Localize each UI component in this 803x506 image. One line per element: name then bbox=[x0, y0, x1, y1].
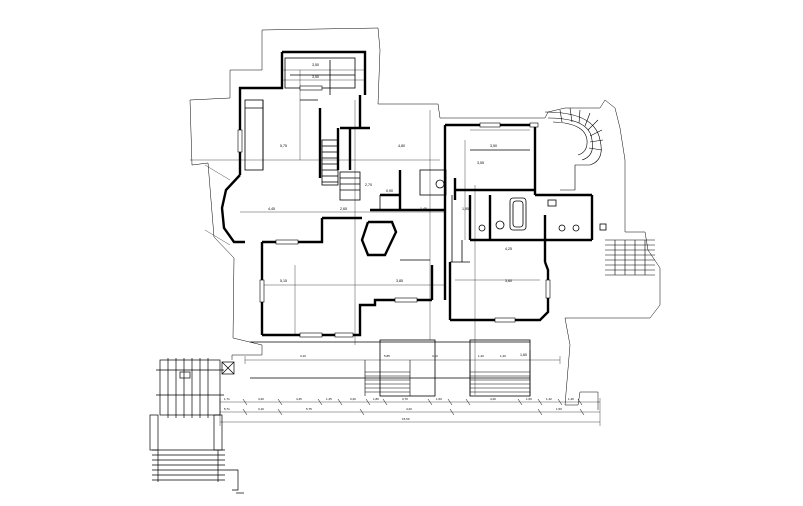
dim-kitchen: 5,75 bbox=[280, 144, 287, 148]
dim-chain1-5: 1,80 bbox=[373, 397, 379, 401]
dim-center-left: 4,45 bbox=[268, 207, 275, 211]
dim-wc: 1,40 bbox=[420, 207, 427, 211]
east-stairs bbox=[605, 239, 655, 276]
pergola bbox=[149, 358, 244, 494]
dim-sub-1: 0,90 bbox=[386, 189, 393, 193]
dim-chain1-2: 4,45 bbox=[296, 397, 302, 401]
dim-chain2-2: 5,75 bbox=[306, 407, 312, 411]
dim-hall: 4,80 bbox=[398, 144, 405, 148]
dim-dining: 3,85 bbox=[396, 279, 403, 283]
dim-chain1-0: 1,71 bbox=[224, 397, 230, 401]
dim-chain2-4: 1,50 bbox=[556, 407, 562, 411]
dim-chain1-9: 1,60 bbox=[526, 397, 532, 401]
dimension-lines bbox=[190, 69, 601, 426]
dim-chain1-3: 1,25 bbox=[326, 397, 332, 401]
dim-chain2-0: 5,71 bbox=[224, 407, 230, 411]
partition-lines bbox=[244, 57, 607, 397]
dim-chain1-1: 4,40 bbox=[258, 397, 264, 401]
dim-porch: 1,60 bbox=[520, 353, 527, 357]
dim-top-1: 3,50 bbox=[312, 63, 319, 67]
terrace-curve bbox=[544, 107, 604, 191]
dim-chain2-3: 4,20 bbox=[406, 407, 412, 411]
dim-chain1-10: 1,42 bbox=[546, 397, 552, 401]
window-marks bbox=[237, 85, 551, 338]
dim-chain1-4: 3,20 bbox=[350, 397, 356, 401]
dim-sub-2: 2,70 bbox=[365, 183, 372, 187]
dim-south-2: 3,10 bbox=[432, 354, 438, 358]
dim-bedroom: 3,55 bbox=[477, 161, 484, 165]
dim-east-room: 4,25 bbox=[505, 247, 512, 251]
dim-corridor: 2,65 bbox=[340, 207, 347, 211]
dim-total: 15,50 bbox=[402, 417, 410, 421]
dim-bath-small: 1,95 bbox=[462, 207, 469, 211]
south-stairs bbox=[364, 350, 531, 396]
dim-chain2-1: 3,10 bbox=[258, 407, 264, 411]
dim-south-4: 1,40 bbox=[500, 354, 506, 358]
building-walls bbox=[220, 50, 594, 337]
dim-chain1-11: 1,40 bbox=[568, 397, 574, 401]
dim-living: 5,15 bbox=[280, 279, 287, 283]
dim-top-2: 3,50 bbox=[312, 75, 319, 79]
dim-study: 3,60 bbox=[505, 279, 512, 283]
dim-south-3: 1,40 bbox=[478, 354, 484, 358]
dim-chain1-8: 4,20 bbox=[490, 397, 496, 401]
dimension-ticks bbox=[242, 398, 585, 416]
dim-south-1: 5,85 bbox=[384, 354, 390, 358]
dim-chain1-6: 3,70 bbox=[402, 397, 408, 401]
dim-bath: 3,50 bbox=[490, 144, 497, 148]
site-boundary bbox=[189, 27, 661, 410]
dim-south-0: 3,10 bbox=[300, 354, 306, 358]
dim-chain1-7: 1,60 bbox=[436, 397, 442, 401]
dimension-labels: 3,50 3,50 5,75 4,80 3,50 3,55 5,15 3,85 … bbox=[224, 63, 574, 421]
